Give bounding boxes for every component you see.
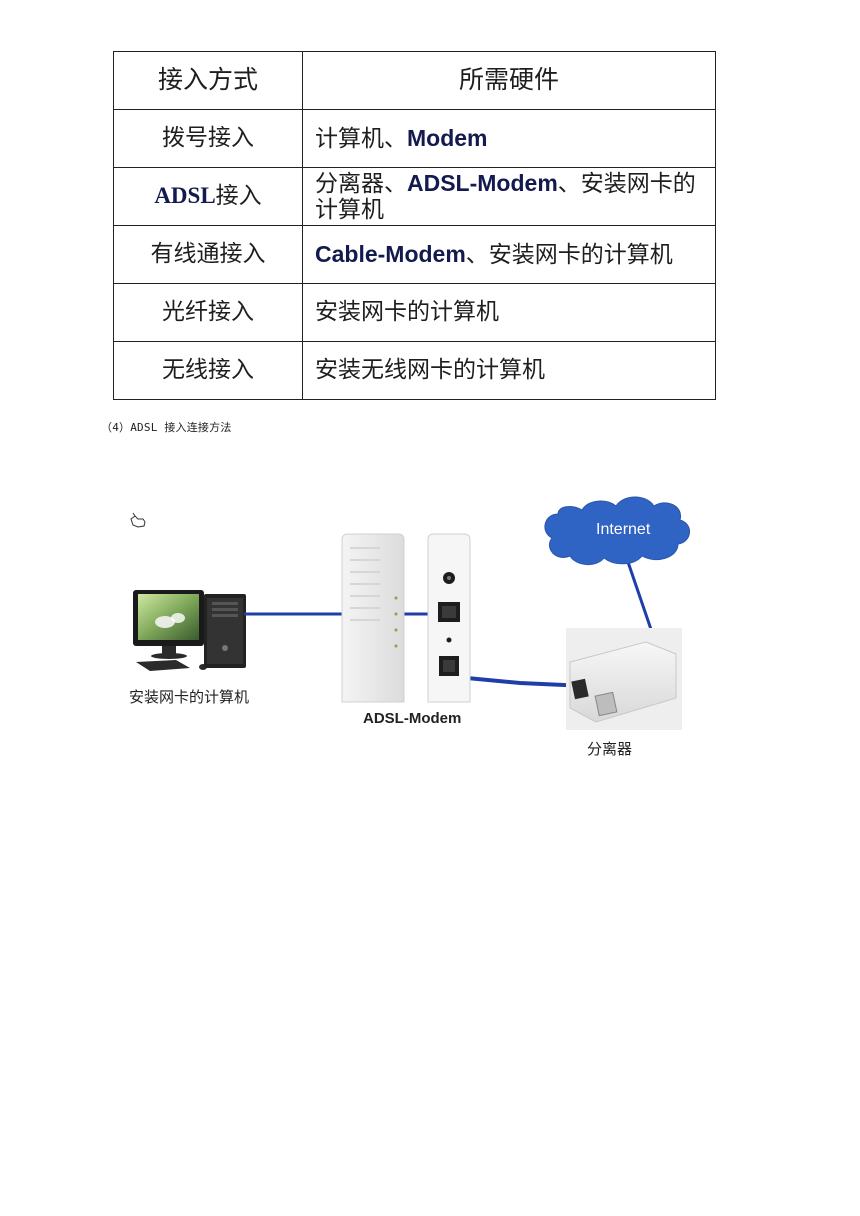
hw-text: 分离器、 xyxy=(315,170,407,197)
hw-text: 计算机、 xyxy=(315,125,407,152)
modem-front xyxy=(341,533,405,703)
header-method: 接入方式 xyxy=(113,51,303,110)
row-hardware: 分离器、ADSL-Modem、安装网卡的计算机 xyxy=(302,167,716,226)
reset-button xyxy=(446,637,452,643)
row-method: 拨号接入 xyxy=(113,109,303,168)
method-en-text: ADSL xyxy=(154,183,216,209)
cloud-shape xyxy=(544,496,690,565)
row-method: 光纤接入 xyxy=(113,283,303,342)
row-hardware: 安装无线网卡的计算机 xyxy=(302,341,716,400)
access-methods-table: 接入方式 所需硬件 拨号接入 计算机、Modem ADSL接入 分离器、ADSL… xyxy=(113,51,716,400)
internet-label: Internet xyxy=(596,521,651,538)
computer-image xyxy=(133,590,246,671)
row-hardware: 安装网卡的计算机 xyxy=(302,283,716,342)
splitter-label: 分离器 xyxy=(587,740,633,758)
splitter-phone-port xyxy=(594,691,618,717)
hw-en-text: Modem xyxy=(407,124,488,151)
splitter-image xyxy=(566,628,682,730)
modem-label: ADSL-Modem xyxy=(363,710,462,727)
internet-cloud-icon xyxy=(544,496,690,565)
row-method: ADSL接入 xyxy=(113,167,303,226)
table-row: 光纤接入 安装网卡的计算机 xyxy=(113,283,716,342)
hand-pointer-icon xyxy=(130,512,146,528)
table-row: 无线接入 安装无线网卡的计算机 xyxy=(113,341,716,400)
hw-en-text: ADSL-Modem xyxy=(407,169,558,196)
row-method: 无线接入 xyxy=(113,341,303,400)
hw-en-text: Cable-Modem xyxy=(315,240,466,267)
table-row: 有线通接入 Cable-Modem、安装网卡的计算机 xyxy=(113,225,716,284)
keyboard xyxy=(136,660,190,671)
cable-modem-splitter xyxy=(445,674,587,688)
row-hardware: Cable-Modem、安装网卡的计算机 xyxy=(302,225,716,284)
computer-label: 安装网卡的计算机 xyxy=(129,688,250,706)
hw-text-post: 、安装网卡的计算机 xyxy=(315,170,696,223)
splitter-modem-port xyxy=(571,678,589,700)
method-cn-text: 接入 xyxy=(215,183,262,210)
header-hardware: 所需硬件 xyxy=(302,51,716,110)
adsl-modem-image xyxy=(341,533,471,703)
hw-text-post: 、安装网卡的计算机 xyxy=(465,241,673,268)
table-row: ADSL接入 分离器、ADSL-Modem、安装网卡的计算机 xyxy=(113,167,716,226)
section-caption: （4）ADSL 接入连接方法 xyxy=(101,421,232,434)
table-header-row: 接入方式 所需硬件 xyxy=(113,51,716,110)
